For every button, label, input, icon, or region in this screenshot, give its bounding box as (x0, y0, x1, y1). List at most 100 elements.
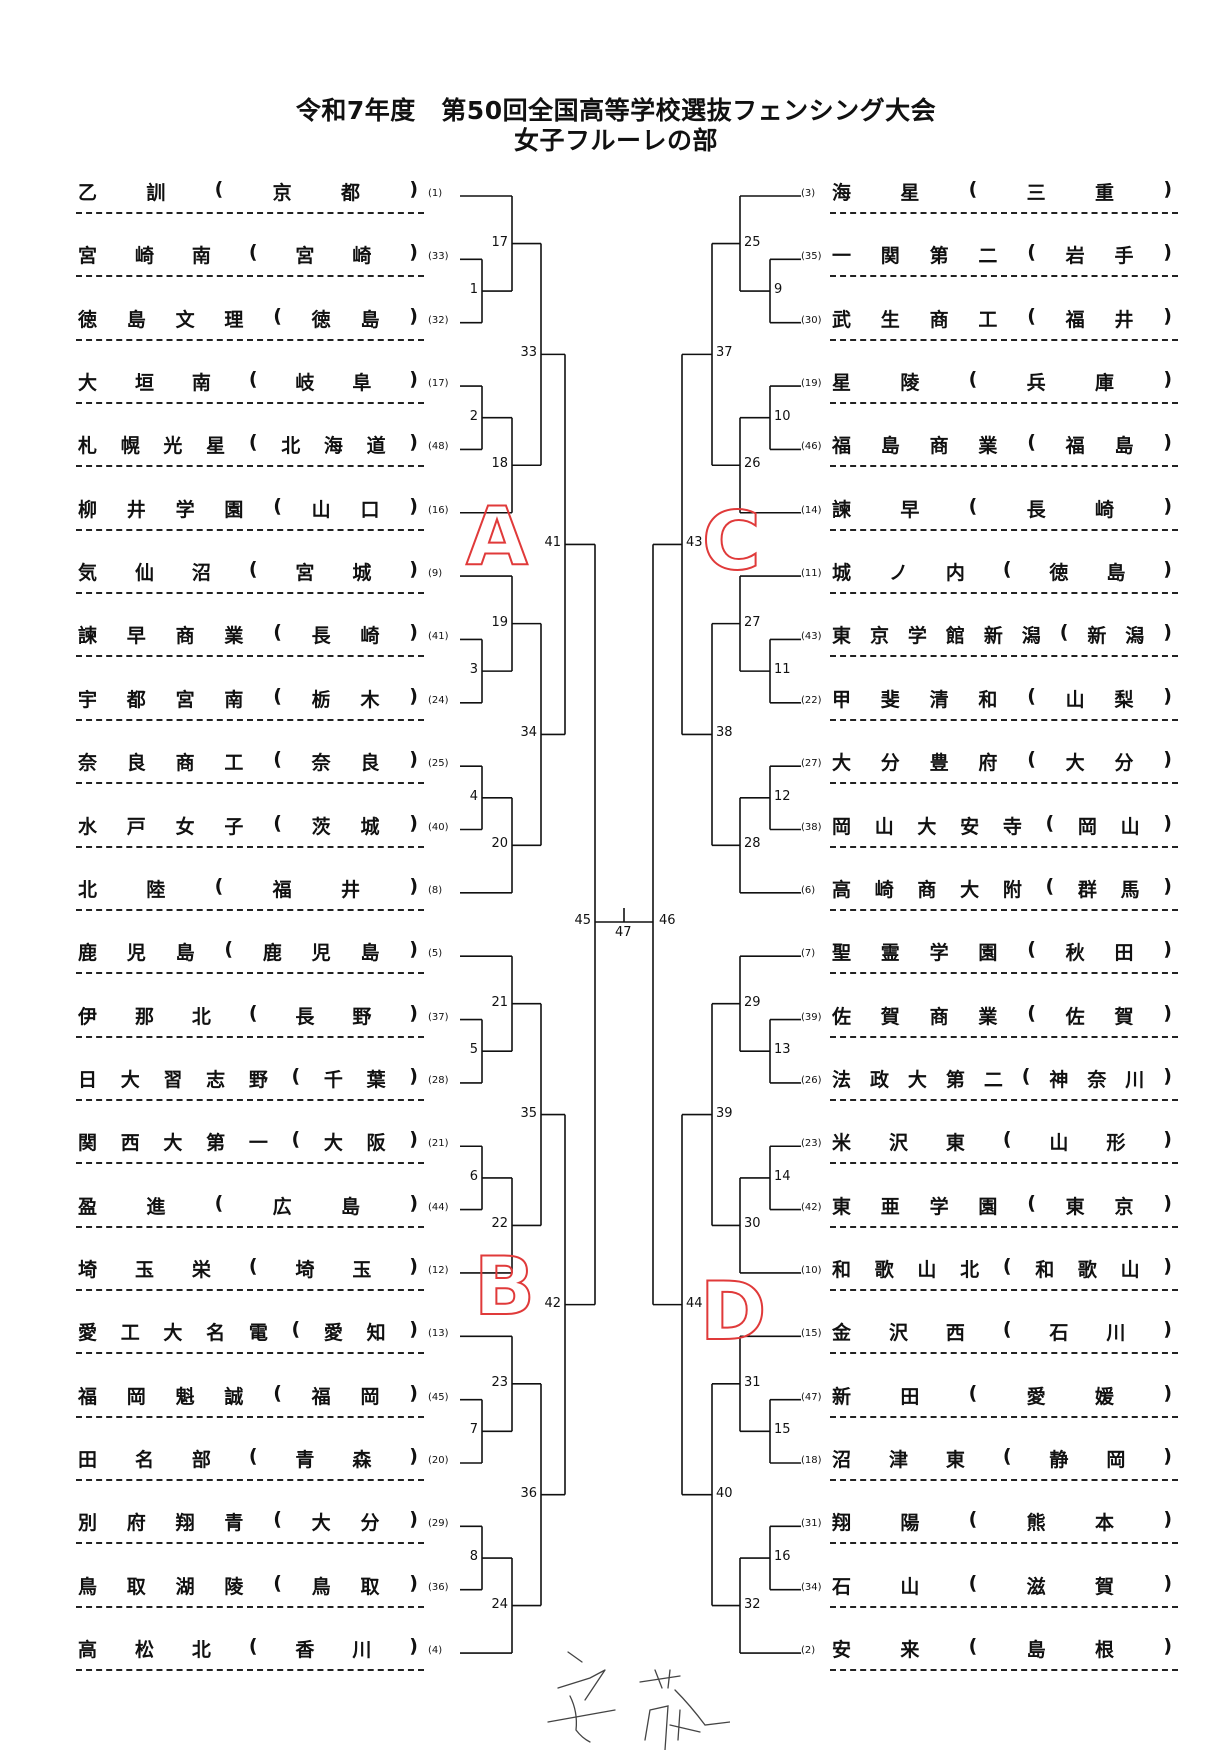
paren-close: ) (1163, 241, 1172, 264)
prefecture-char: 徳 (311, 308, 331, 331)
paren-open: ( (1027, 1001, 1036, 1024)
paren-open: ( (273, 811, 282, 834)
seed-number: (28) (428, 1074, 449, 1086)
school-char: 清 (929, 688, 949, 711)
match-number-r2: 25 (744, 234, 761, 250)
school-char: 商 (917, 878, 937, 901)
prefecture-char: 城 (360, 815, 380, 838)
school-char: 垣 (134, 372, 154, 395)
paren-open: ( (968, 368, 978, 391)
match-number-r2: 18 (491, 456, 508, 472)
school-char: 賀 (880, 1005, 900, 1028)
paren-close: ) (409, 494, 418, 517)
entry-left-24: 高松北(香川) (76, 1629, 424, 1672)
school-char: 大 (163, 1132, 183, 1155)
paren-close: ) (409, 1635, 418, 1658)
paren-open: ( (273, 1381, 282, 1404)
paren-close: ) (1163, 1381, 1172, 1404)
prefecture-char: 東 (1065, 1195, 1085, 1218)
prefecture-char: 茨 (311, 815, 331, 838)
prefecture-char: 岡 (1106, 1449, 1126, 1471)
prefecture-char: 長 (295, 1005, 315, 1028)
paren-open: ( (1002, 1128, 1012, 1151)
prefecture-char: 知 (366, 1322, 386, 1345)
match-number-r1: 13 (774, 1042, 791, 1058)
school-char: 大 (907, 1068, 927, 1091)
school-char: 児 (126, 942, 146, 965)
seed-number: (25) (428, 758, 449, 770)
match-number-r3: 36 (520, 1485, 537, 1501)
prefecture-char: 福 (311, 1385, 331, 1408)
prefecture-char: 広 (272, 1195, 292, 1218)
school-char: 米 (832, 1132, 852, 1155)
paren-open: ( (968, 178, 978, 200)
prefecture-char: 鹿 (262, 942, 282, 965)
seed-number: (31) (801, 1518, 822, 1530)
prefecture-char: 馬 (1120, 878, 1140, 901)
entry-right-10: 大分豊府(大分) (830, 742, 1178, 785)
seed-number: (27) (801, 758, 822, 770)
match-number-r2: 27 (744, 614, 761, 630)
school-char: 東 (945, 1449, 965, 1471)
paren-close: ) (1163, 1635, 1172, 1658)
paren-open: ( (273, 1508, 282, 1531)
prefecture-char: 島 (340, 1195, 360, 1218)
paren-close: ) (409, 241, 418, 264)
entry-right-21: 沼津東(静岡) (830, 1439, 1178, 1481)
paren-close: ) (1163, 304, 1172, 327)
prefecture-char: 和 (1035, 1258, 1055, 1281)
seed-number: (45) (428, 1391, 449, 1403)
school-char: 館 (945, 625, 965, 648)
prefecture-char: 佐 (1065, 1005, 1085, 1028)
school-char: 理 (224, 308, 244, 331)
entry-right-14: 佐賀商業(佐賀) (830, 996, 1178, 1038)
prefecture-char: 大 (323, 1132, 343, 1155)
prefecture-char: 分 (1114, 752, 1134, 775)
school-char: 霊 (880, 942, 900, 965)
paren-close: ) (409, 1191, 418, 1214)
seed-number: (17) (428, 378, 449, 390)
prefecture-char: 島 (360, 308, 380, 331)
prefecture-char: 島 (360, 942, 380, 965)
paren-close: ) (409, 1128, 418, 1151)
paren-open: ( (248, 1445, 258, 1467)
school-char: 高 (832, 878, 852, 901)
paren-open: ( (273, 494, 282, 517)
school-char: 鹿 (78, 942, 98, 965)
paren-open: ( (1027, 304, 1036, 327)
school-char: 島 (126, 308, 146, 331)
paren-open: ( (968, 1508, 978, 1531)
school-char: 商 (929, 308, 949, 331)
school-char: 田 (900, 1385, 920, 1408)
entry-right-24: 安来(島根) (830, 1629, 1178, 1672)
prefecture-char: 宮 (295, 245, 315, 268)
school-char: 戸 (126, 815, 146, 838)
match-number-r3: 38 (716, 725, 733, 741)
prefecture-char: 大 (1065, 752, 1085, 775)
school-char: 豊 (929, 752, 949, 775)
paren-open: ( (1027, 938, 1036, 961)
school-char: 商 (929, 1005, 949, 1028)
school-char: 北 (191, 1639, 211, 1662)
entry-left-19: 愛工大名電(愛知) (76, 1312, 424, 1355)
prefecture-char: 青 (295, 1449, 315, 1471)
match-number-r1: 15 (774, 1422, 791, 1438)
match-number-semi-left: 45 (574, 913, 591, 928)
paren-close: ) (409, 811, 418, 834)
match-number-r2: 26 (744, 456, 761, 472)
prefecture-char: 奈 (1087, 1068, 1107, 1091)
match-number-r1: 4 (469, 788, 478, 804)
match-number-r2: 32 (744, 1596, 761, 1612)
school-char: 第 (929, 245, 949, 268)
paren-open: ( (273, 684, 282, 707)
match-number-r1: 3 (469, 662, 478, 678)
paren-close: ) (409, 1571, 418, 1594)
prefecture-char: 千 (323, 1068, 343, 1091)
paren-open: ( (1045, 811, 1055, 834)
entry-left-11: 水戸女子(茨城) (76, 806, 424, 848)
entry-right-19: 金沢西(石川) (830, 1312, 1178, 1355)
prefecture-char: 神 (1049, 1068, 1069, 1091)
prefecture-char: 児 (311, 942, 331, 965)
paren-close: ) (1163, 1191, 1172, 1214)
school-char: 岡 (126, 1385, 146, 1408)
